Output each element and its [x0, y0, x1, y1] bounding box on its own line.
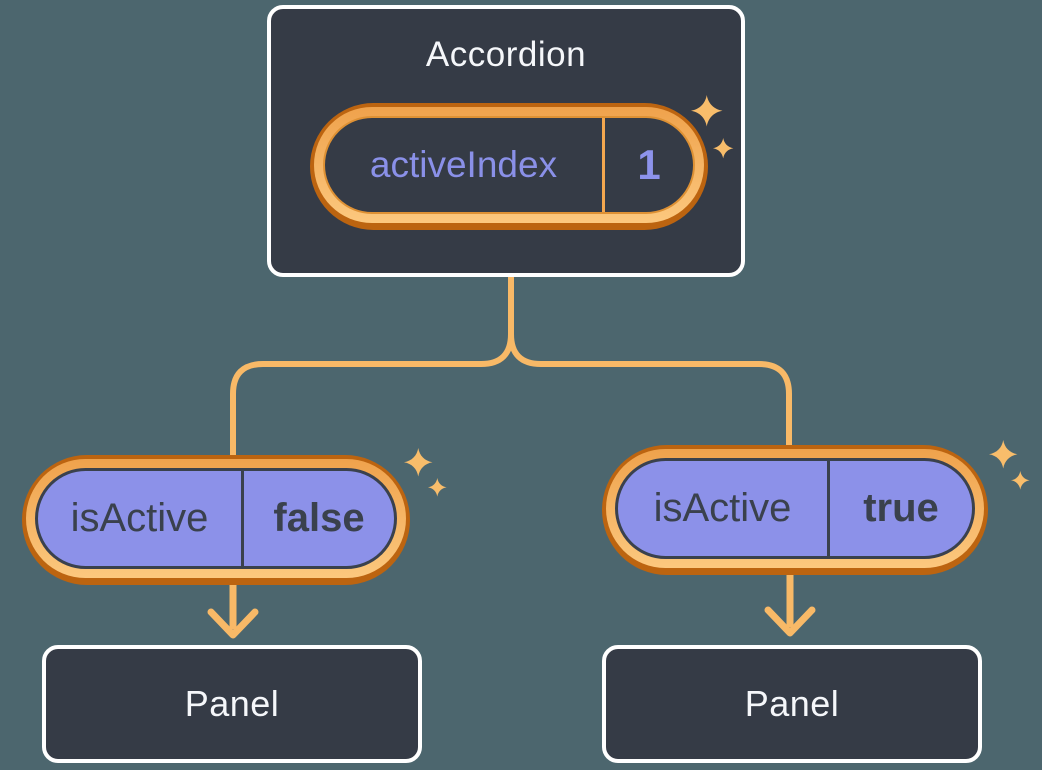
prop-name: isActive — [70, 496, 209, 540]
state-pill-highlight: activeIndex 1 — [314, 107, 704, 223]
prop-value: false — [273, 496, 365, 540]
prop-pill-highlight: isActive false — [26, 459, 406, 578]
state-pill: activeIndex 1 — [310, 103, 708, 230]
state-pill-body: activeIndex 1 — [323, 116, 695, 214]
connector-branch-left — [230, 268, 514, 476]
prop-pill-body: isActive true — [615, 458, 975, 559]
sparkle-icon — [1011, 471, 1030, 490]
prop-pill-left: isActive false — [22, 455, 410, 585]
pill-divider — [602, 118, 605, 212]
state-value: 1 — [637, 141, 661, 188]
pill-divider — [241, 471, 244, 566]
panel-box-right: Panel — [602, 645, 982, 763]
pill-divider — [827, 461, 830, 556]
sparkle-icon — [404, 448, 433, 477]
arrow-down-icon — [207, 608, 259, 639]
prop-pill-body: isActive false — [35, 468, 397, 569]
prop-pill-highlight: isActive true — [606, 449, 984, 568]
connector-branch-right — [508, 268, 792, 466]
accordion-title: Accordion — [425, 35, 587, 74]
prop-name: isActive — [653, 486, 792, 530]
sparkle-icon — [989, 440, 1018, 469]
arrow-down-icon — [764, 606, 816, 637]
panel-label: Panel — [744, 683, 840, 724]
state-name: activeIndex — [369, 144, 558, 185]
prop-value: true — [863, 486, 939, 530]
panel-box-left: Panel — [42, 645, 422, 763]
sparkle-icon — [428, 478, 447, 497]
panel-label: Panel — [184, 683, 280, 724]
prop-pill-right: isActive true — [602, 445, 988, 575]
